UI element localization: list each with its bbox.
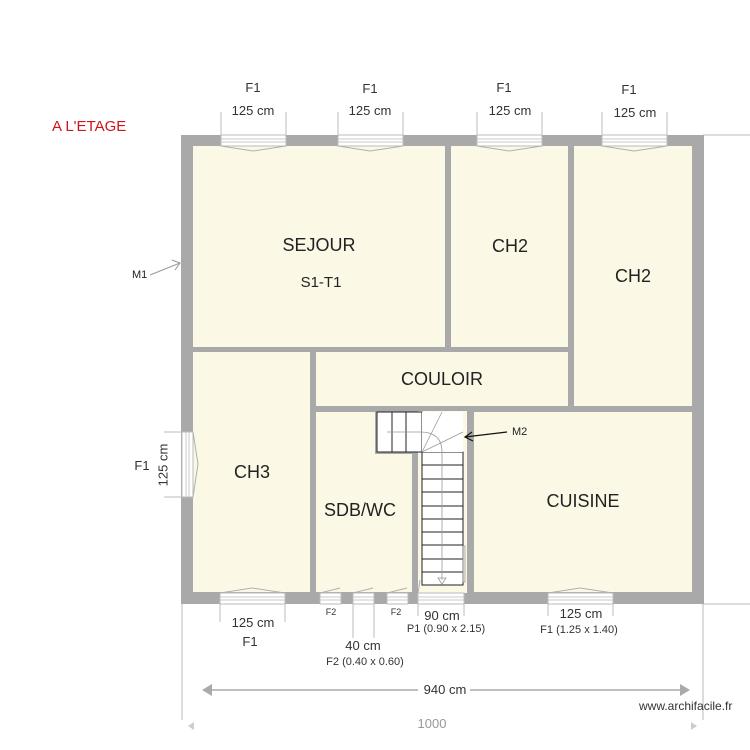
room-label-ch3: CH3 [233,462,271,482]
room-ch2-b [574,146,692,406]
window-spec: F1 (1.25 x 1.40) [540,624,618,636]
m2-arrow [463,431,508,442]
window-dimension: 125 cm [155,443,171,487]
marker-m2: M2 [512,426,528,438]
room-label-ch2: CH2 [491,236,529,256]
window-dimension: 125 cm [231,615,275,630]
room-label-ch2: CH2 [614,266,652,286]
marker-m1: M1 [132,269,148,281]
room-label-sejour: SEJOUR [282,235,356,255]
room-sejour [193,146,445,347]
window-ch3-bottom [219,592,286,605]
room-label-cuisine: CUISINE [546,491,620,511]
overall-width-dimension: 940 cm [421,682,469,697]
window-dimension: 125 cm [488,103,532,118]
watermark: www.archifacile.fr [639,699,733,713]
dimension-940 [202,684,690,696]
room-sublabel-sejour: S1-T1 [300,274,342,291]
window-type-label: F1 [496,80,512,95]
window-type-label: F1 [621,82,637,97]
window-type-label: F2 [325,607,337,617]
room-cuisine [474,412,692,592]
plan-title: A L'ETAGE [52,118,127,135]
room-label-couloir: COULOIR [400,369,484,389]
window-type-label: F1 [245,80,261,95]
window-type-label: F1 [362,81,378,96]
m1-arrow [149,259,181,276]
window-spec: F2 (0.40 x 0.60) [326,656,404,668]
room-couloir [316,352,568,406]
room-label-sdb: SDB/WC [324,500,396,520]
room-ch3 [193,352,310,592]
door-spec: P1 (0.90 x 2.15) [406,623,486,635]
window-dimension: 125 cm [559,606,603,621]
window-type-label: F1 [242,634,258,649]
window-type-label: F2 [390,607,402,617]
window-type-label: F1 [134,458,150,473]
window-dimension: 125 cm [231,103,275,118]
window-dimension: 125 cm [613,105,657,120]
cut-off-dimension: 1000 [417,716,447,731]
window-dimension: 125 cm [348,103,392,118]
window-dimension: 40 cm [345,638,381,653]
room-ch2-a [451,146,568,347]
door-dimension: 90 cm [424,608,460,623]
